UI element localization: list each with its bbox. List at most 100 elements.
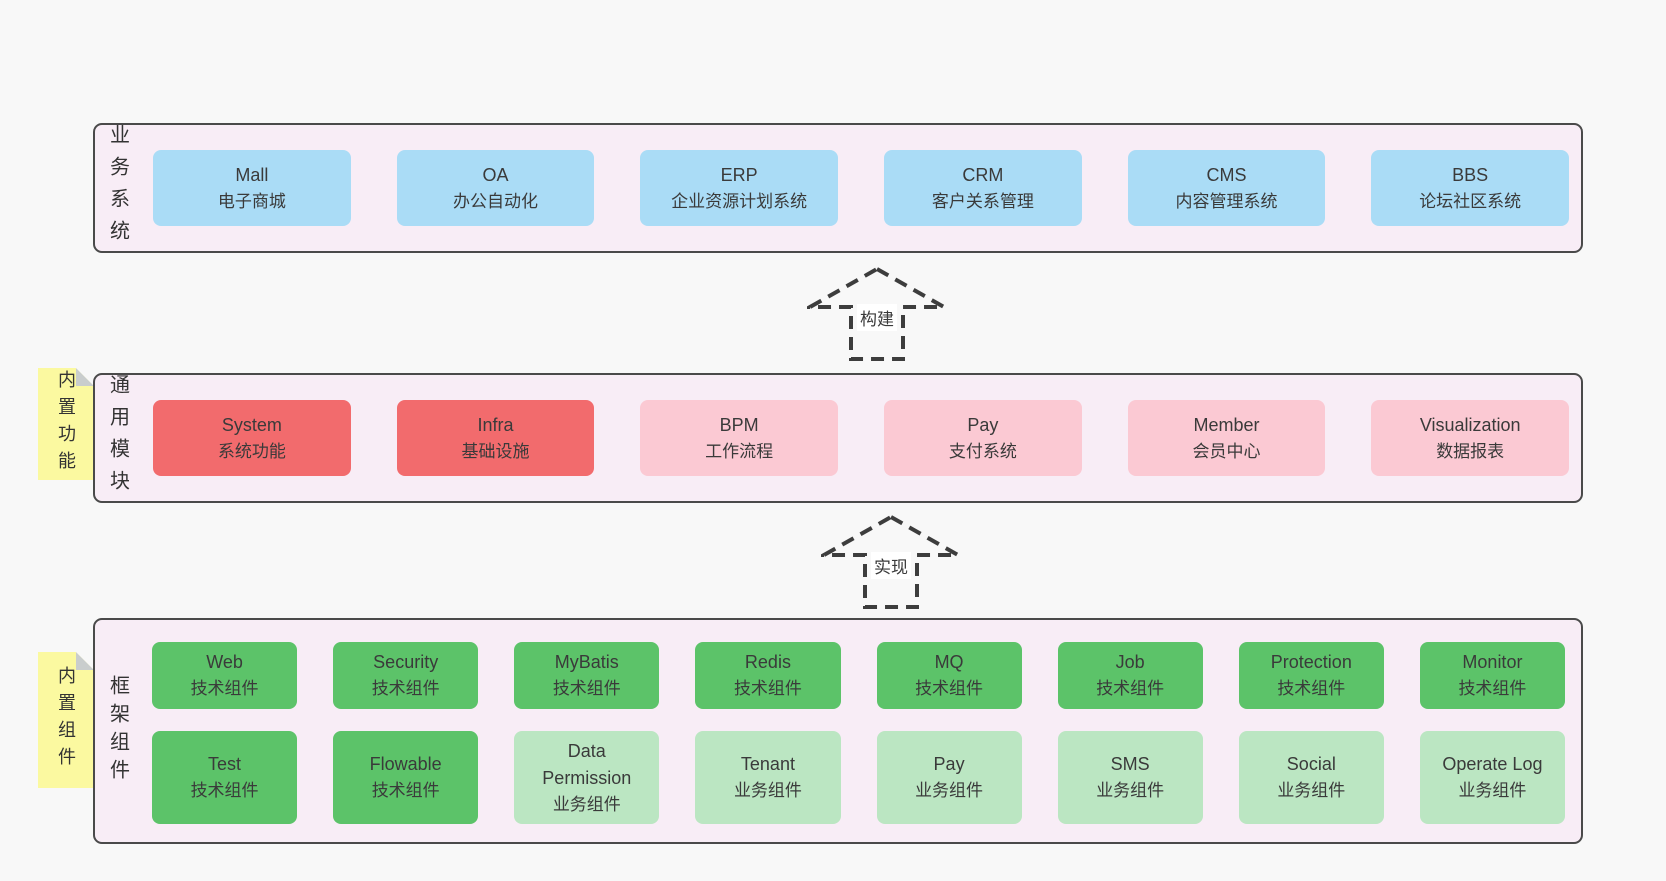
component-subtitle: 支付系统 <box>948 441 1017 461</box>
component-title: ERP <box>720 164 758 185</box>
box-social: Social 业务组件 <box>1238 730 1384 824</box>
box-erp: ERP 企业资源计划系统 <box>640 150 839 226</box>
component-subtitle: 电子商城 <box>217 191 286 211</box>
component-title: Social <box>1286 754 1336 774</box>
component-subtitle: 技术组件 <box>1458 679 1527 698</box>
component-title: Member <box>1193 414 1260 435</box>
box-mq: MQ 技术组件 <box>876 642 1022 709</box>
component-subtitle: 技术组件 <box>1096 679 1165 698</box>
component-title: Flowable <box>369 754 442 774</box>
component-subtitle: 业务组件 <box>915 781 984 800</box>
sticky-note-label: 内置组件 <box>56 666 76 774</box>
box-member: Member 会员中心 <box>1127 400 1326 476</box>
component-subtitle: 技术组件 <box>371 781 440 800</box>
component-subtitle: 办公自动化 <box>453 191 538 211</box>
panel-common-modules: 通用模块 System 系统功能 Infra 基础设施 BPM 工作流程 <box>93 373 1583 503</box>
component-title: Redis <box>744 652 791 672</box>
component-subtitle: 技术组件 <box>371 679 440 698</box>
panel-business-systems: 业务系统 Mall 电子商城 OA 办公自动化 ERP 企业资源计划系统 <box>93 123 1583 253</box>
component-title: Protection <box>1270 652 1352 672</box>
component-subtitle: 会员中心 <box>1192 441 1261 461</box>
component-subtitle: 工作流程 <box>705 441 774 461</box>
arrow-label: 构建 <box>857 304 897 331</box>
component-subtitle: 技术组件 <box>190 781 259 800</box>
box-crm: CRM 客户关系管理 <box>884 150 1082 226</box>
component-subtitle: 技术组件 <box>915 679 984 698</box>
block-arrow-up-icon <box>816 514 966 609</box>
box-bpm: BPM 工作流程 <box>640 400 839 476</box>
box-pay: Pay 支付系统 <box>884 400 1082 476</box>
component-title: MyBatis <box>554 652 619 672</box>
box-sms: SMS 业务组件 <box>1057 730 1203 824</box>
box-infra: Infra 基础设施 <box>396 400 595 476</box>
framework-box-grid: Web 技术组件 Security 技术组件 MyBatis 技术组件 Redi… <box>152 642 1565 824</box>
panel-side-label-text: 框架组件 <box>106 675 129 787</box>
module-box-row: System 系统功能 Infra 基础设施 BPM 工作流程 Pay 支付系统 <box>153 400 1570 476</box>
box-operate-log: Operate Log 业务组件 <box>1419 730 1565 824</box>
component-subtitle: 论坛社区系统 <box>1419 191 1522 211</box>
component-subtitle: 技术组件 <box>552 679 621 698</box>
sticky-note-builtin-features: 内置功能 <box>38 368 94 480</box>
component-subtitle: 技术组件 <box>733 679 802 698</box>
component-subtitle: 基础设施 <box>461 441 530 461</box>
arrow-build: 构建 <box>802 266 952 362</box>
component-title: Monitor <box>1462 652 1523 672</box>
component-title: Mall <box>235 164 269 185</box>
component-title: Web <box>206 652 243 672</box>
sticky-note-label: 内置功能 <box>56 370 76 478</box>
box-monitor: Monitor 技术组件 <box>1419 642 1565 709</box>
component-title: Job <box>1115 652 1145 672</box>
box-protection: Protection 技术组件 <box>1238 642 1384 709</box>
component-title: CMS <box>1206 164 1247 185</box>
component-title: OA <box>482 164 509 185</box>
component-title: Pay <box>967 414 999 435</box>
arrow-label: 实现 <box>871 552 911 579</box>
panel-side-label: 通用模块 <box>103 374 133 502</box>
panel-side-label: 框架组件 <box>103 620 133 842</box>
component-title: Data Permission <box>542 740 632 788</box>
component-title: BPM <box>719 414 759 435</box>
component-title: SMS <box>1110 754 1150 774</box>
panel-side-label-text: 通用模块 <box>106 374 129 502</box>
component-title: MQ <box>934 652 964 672</box>
box-web: Web 技术组件 <box>152 642 298 709</box>
component-subtitle: 业务组件 <box>733 781 802 800</box>
component-subtitle: 业务组件 <box>1458 781 1527 800</box>
component-subtitle: 技术组件 <box>1277 679 1346 698</box>
folded-corner-icon <box>76 652 94 670</box>
box-cms: CMS 内容管理系统 <box>1127 150 1326 226</box>
component-title: Tenant <box>740 754 795 774</box>
box-mybatis: MyBatis 技术组件 <box>514 642 660 709</box>
component-title: System <box>221 414 282 435</box>
box-oa: OA 办公自动化 <box>396 150 595 226</box>
component-title: Visualization <box>1419 414 1521 435</box>
box-security: Security 技术组件 <box>333 642 479 709</box>
box-flowable: Flowable 技术组件 <box>333 730 479 824</box>
panel-side-label: 业务系统 <box>103 124 133 252</box>
box-tenant: Tenant 业务组件 <box>695 730 841 824</box>
component-subtitle: 内容管理系统 <box>1175 191 1278 211</box>
box-bbs: BBS 论坛社区系统 <box>1371 150 1570 226</box>
component-title: Security <box>373 652 439 672</box>
component-subtitle: 客户关系管理 <box>931 191 1034 211</box>
component-title: Infra <box>477 414 514 435</box>
component-subtitle: 数据报表 <box>1436 441 1505 461</box>
sticky-note-builtin-components: 内置组件 <box>38 652 94 788</box>
component-subtitle: 技术组件 <box>190 679 259 698</box>
folded-corner-icon <box>76 368 94 386</box>
component-subtitle: 业务组件 <box>552 794 621 814</box>
box-job: Job 技术组件 <box>1057 642 1203 709</box>
box-redis: Redis 技术组件 <box>695 642 841 709</box>
component-subtitle: 系统功能 <box>217 441 286 461</box>
box-data-permission: Data Permission 业务组件 <box>514 730 660 824</box>
component-title: CRM <box>962 164 1004 185</box>
box-mall: Mall 电子商城 <box>153 150 351 226</box>
component-title: Test <box>208 754 242 774</box>
component-title: Pay <box>933 754 965 774</box>
block-arrow-up-icon <box>802 266 952 361</box>
box-visualization: Visualization 数据报表 <box>1371 400 1570 476</box>
component-subtitle: 企业资源计划系统 <box>671 191 808 211</box>
box-test: Test 技术组件 <box>152 730 298 824</box>
business-box-row: Mall 电子商城 OA 办公自动化 ERP 企业资源计划系统 CRM 客户关系… <box>153 150 1570 226</box>
